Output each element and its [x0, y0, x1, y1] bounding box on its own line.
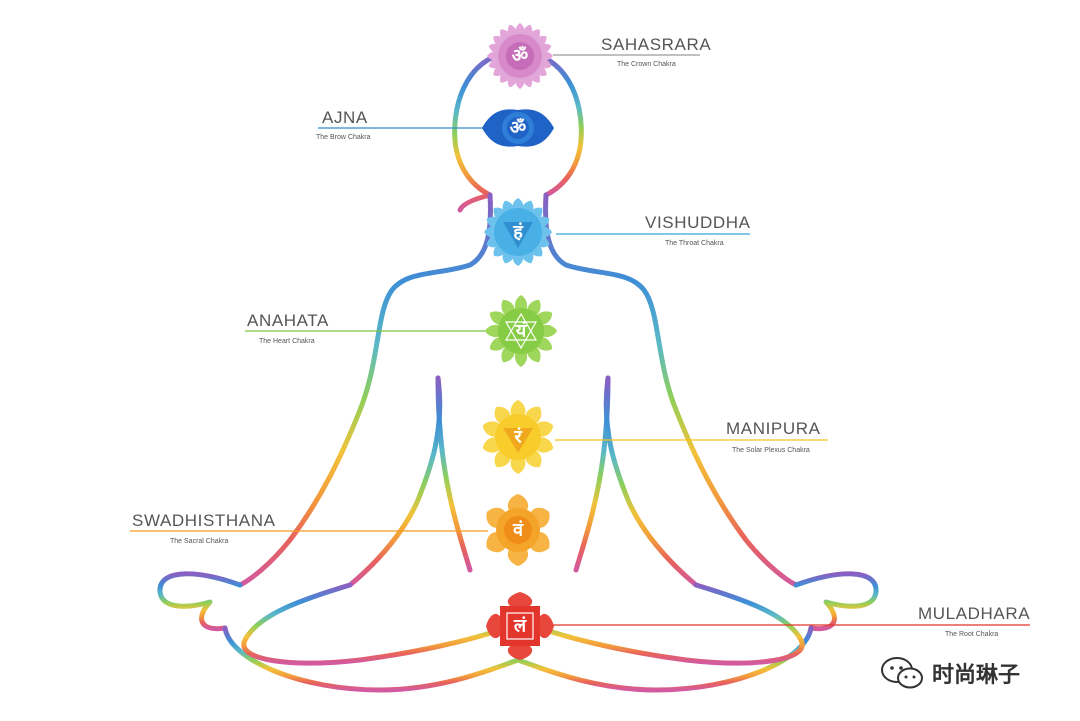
watermark-text: 时尚琳子	[932, 657, 1020, 689]
watermark: 时尚琳子	[880, 655, 1060, 691]
right-inner-arm	[606, 378, 696, 585]
swadhisthana-subtitle: The Sacral Chakra	[170, 538, 228, 545]
muladhara-subtitle: The Root Chakra	[945, 631, 998, 638]
anahata-name: ANAHATA	[247, 311, 329, 330]
manipura-name: MANIPURA	[726, 419, 821, 438]
right-waist	[576, 378, 608, 570]
muladhara-symbol: लं	[486, 592, 554, 660]
lower-leg-left	[244, 585, 500, 663]
sahasrara-seed: ॐ	[512, 46, 528, 67]
left-hand	[160, 574, 240, 629]
right-shoulder-arm	[546, 195, 796, 585]
right-hand	[796, 574, 876, 629]
left-inner-arm	[350, 378, 440, 585]
sahasrara-subtitle: The Crown Chakra	[617, 61, 676, 68]
muladhara-name: MULADHARA	[918, 604, 1030, 623]
sahasrara-name: SAHASRARA	[601, 35, 711, 54]
sahasrara-symbol: ॐ	[487, 23, 553, 89]
manipura-subtitle: The Solar Plexus Chakra	[732, 447, 810, 454]
lower-leg-right	[546, 585, 802, 663]
left-waist	[438, 378, 470, 570]
anahata-symbol: यं	[485, 295, 557, 367]
left-shoulder-arm	[240, 195, 490, 585]
muladhara-seed: लं	[513, 616, 527, 637]
swadhisthana-seed: वं	[512, 520, 524, 541]
vishuddha-name: VISHUDDHA	[645, 213, 751, 232]
ajna-name: AJNA	[322, 108, 368, 127]
anahata-subtitle: The Heart Chakra	[259, 338, 315, 345]
ajna-symbol: ॐ	[482, 109, 554, 146]
manipura-seed: रं	[513, 427, 522, 448]
anahata-seed: यं	[515, 321, 528, 342]
vishuddha-subtitle: The Throat Chakra	[665, 240, 724, 247]
swadhisthana-name: SWADHISTHANA	[132, 511, 276, 530]
ajna-subtitle: The Brow Chakra	[316, 134, 371, 141]
vishuddha-symbol: हं	[484, 198, 552, 266]
vishuddha-seed: हं	[512, 222, 524, 243]
wechat-icon	[880, 655, 924, 691]
manipura-symbol: रं	[481, 400, 556, 474]
swadhisthana-symbol: वं	[482, 494, 555, 566]
ajna-seed: ॐ	[510, 118, 526, 139]
